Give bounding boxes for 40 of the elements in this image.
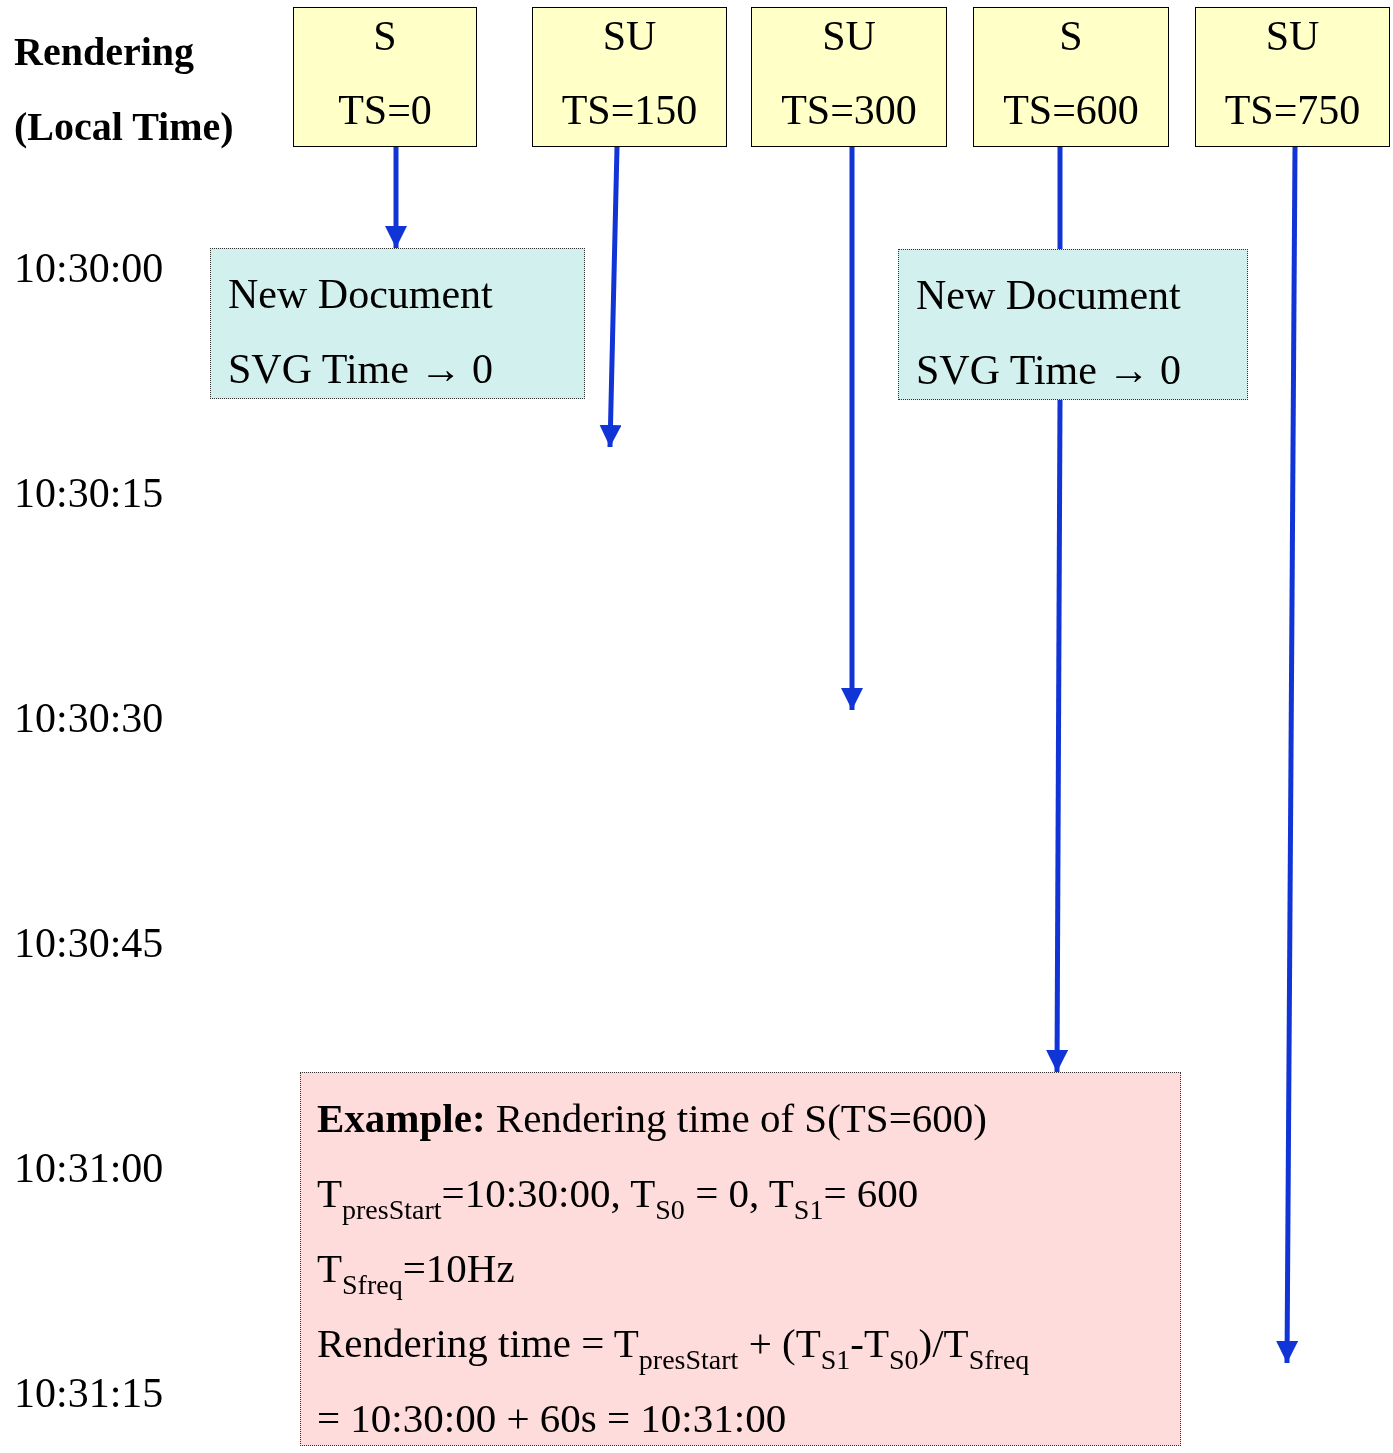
timestamp-box	[751, 7, 947, 147]
node-text: New Document	[916, 271, 1182, 320]
node-text: SU	[1264, 12, 1321, 60]
axis-title: Rendering (Local Time)	[14, 28, 235, 151]
timestamp-box	[293, 7, 477, 147]
arrow	[1276, 147, 1299, 1363]
node-text: Example: Rendering time of S(TS=600)	[317, 1094, 988, 1143]
node-text: TS=0	[337, 86, 433, 134]
time-label: 10:30:45	[14, 919, 164, 967]
node-text: TS=600	[1002, 86, 1140, 134]
node-text: T$_{presStart}$=10:30:00, T$_{S0}$ = 0, T$_{S1}$= 600	[317, 1169, 920, 1227]
node-text: S	[372, 12, 398, 60]
node-text: TS=150	[560, 86, 699, 134]
node-text: Rendering time = T$_{presStart}$ + (T$_{S1}$-T$_{S0}$)/T$_{Sfreq}$	[317, 1319, 1031, 1377]
example-box	[300, 1072, 1181, 1446]
node-text: New Document	[228, 270, 494, 319]
node-text: SU	[601, 12, 658, 60]
node-text: SVG Time → 0	[916, 346, 1182, 395]
arrow	[841, 147, 863, 710]
node-text: T$_{Sfreq}$=10Hz	[317, 1244, 516, 1302]
node-text: = 10:30:00 + 60s = 10:31:00	[317, 1394, 788, 1443]
connector-line	[1057, 147, 1063, 249]
node-text: SVG Time → 0	[228, 345, 494, 394]
timestamp-box	[1195, 7, 1390, 147]
time-label: 10:30:30	[14, 694, 164, 742]
time-label: 10:31:00	[14, 1144, 164, 1192]
time-label: 10:31:15	[14, 1369, 164, 1417]
node-text: TS=750	[1223, 86, 1362, 134]
note-box	[210, 248, 585, 399]
time-label: 10:30:00	[14, 244, 164, 292]
timestamp-box	[973, 7, 1169, 147]
arrow	[1046, 400, 1069, 1072]
node-text: S	[1058, 12, 1084, 60]
node-text: SU	[821, 12, 877, 60]
timestamp-box	[532, 7, 727, 147]
node-text: TS=300	[780, 86, 918, 134]
arrow	[599, 146, 622, 448]
time-label: 10:30:15	[14, 469, 164, 517]
arrow	[385, 147, 407, 248]
note-box	[898, 249, 1248, 400]
